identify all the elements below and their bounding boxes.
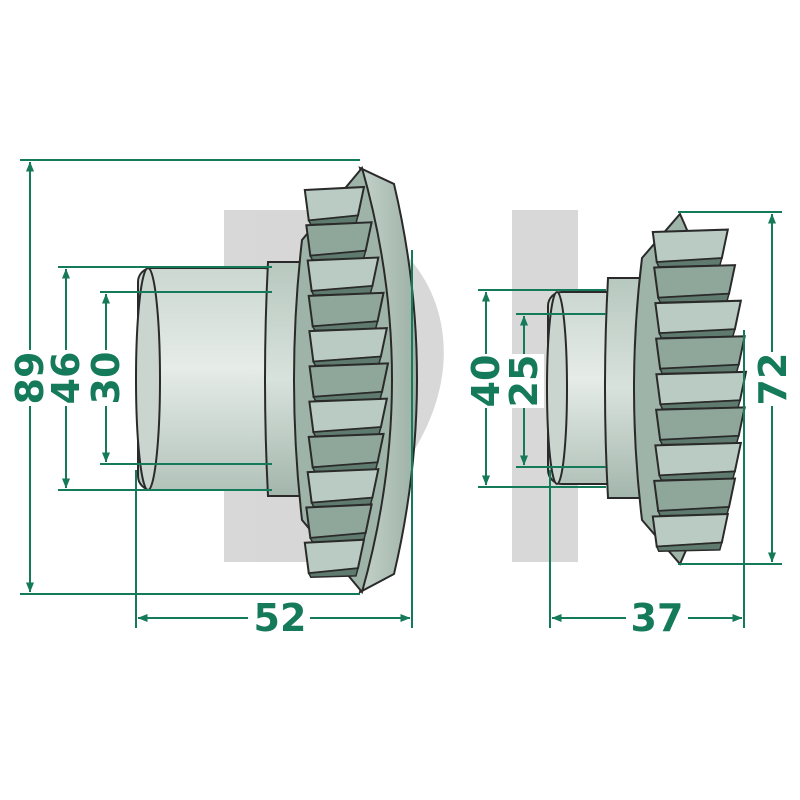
dim-label-37: 37: [631, 596, 684, 640]
gear-tooth: [655, 370, 748, 406]
small-bevel-gear: [546, 212, 748, 566]
dim-label-30: 30: [84, 352, 128, 405]
gear-tooth-shadow: [307, 567, 359, 579]
large-gear-teeth: [303, 185, 390, 579]
gear-tooth: [653, 477, 737, 513]
large-bevel-gear: [135, 165, 418, 595]
dim-label-72: 72: [751, 353, 795, 406]
gear-tooth-shadow: [655, 541, 723, 553]
gear-tooth: [654, 299, 743, 335]
gear-tooth: [654, 406, 746, 441]
gear-tooth: [653, 264, 737, 299]
gear-tooth: [654, 335, 746, 370]
dim-label-89: 89: [8, 352, 52, 405]
dim-label-46: 46: [44, 352, 88, 405]
dim-label-40: 40: [464, 355, 508, 408]
gear-tooth: [651, 228, 730, 264]
dim-label-25: 25: [502, 355, 546, 408]
dim-label-52: 52: [254, 596, 307, 640]
gear-tooth: [651, 513, 730, 548]
small-gear-teeth: [651, 228, 748, 553]
gear-tooth: [654, 441, 743, 477]
